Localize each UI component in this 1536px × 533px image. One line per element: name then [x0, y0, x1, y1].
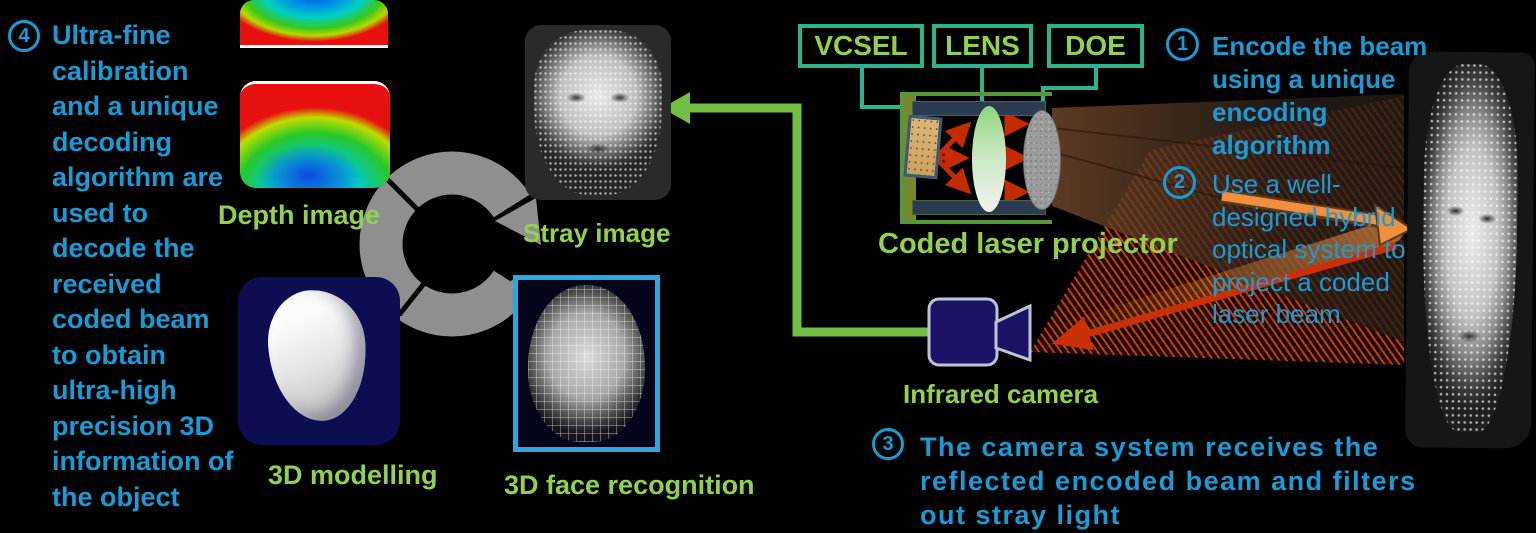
lens-label-box: LENS: [932, 24, 1033, 68]
camera-icon: [927, 297, 1032, 367]
step-2-number: 2: [1163, 166, 1196, 199]
step-1-text: Encode the beam using a unique encoding …: [1212, 31, 1428, 160]
projector-label: Coded laser projector: [878, 228, 1178, 260]
vcsel-label: VCSEL: [814, 30, 908, 61]
step-4-number: 4: [8, 20, 40, 52]
camera-return-arrow: [662, 92, 930, 337]
camera-label: Infrared camera: [903, 379, 1099, 409]
stray-image-label: Stray image: [523, 218, 671, 248]
step-1-number: 1: [1166, 28, 1199, 61]
doe-label: DOE: [1065, 30, 1126, 61]
wireframe-face-shape: [527, 285, 646, 442]
depth-image-thumbnail-2: [240, 81, 390, 188]
step-2-text: Use a well- designed hybrid optical syst…: [1212, 169, 1406, 329]
doe-icon: [1023, 110, 1061, 210]
doe-label-box: DOE: [1047, 24, 1144, 68]
step-4-text: Ultra-fine calibration and a unique deco…: [52, 20, 234, 512]
vcsel-label-box: VCSEL: [798, 24, 924, 68]
projection-arrow-icon: [1220, 189, 1415, 247]
3d-modelling-label: 3D modelling: [268, 460, 438, 490]
step-3-number: 3: [872, 428, 904, 460]
3d-model-image: [238, 277, 400, 445]
lens-label: LENS: [945, 30, 1020, 61]
reflection-arrow-icon: [1051, 242, 1397, 351]
face-recognition-image: [513, 275, 660, 452]
vcsel-chip-icon: [903, 114, 943, 180]
step-3-text: The camera system receives the reflected…: [920, 432, 1417, 530]
depth-image-label: Depth image: [218, 200, 381, 230]
lens-icon: [972, 106, 1006, 212]
laser-ray-arrows: [934, 111, 1030, 205]
stray-face-shape: [533, 30, 663, 195]
stray-image-photo: [525, 25, 671, 200]
depth-image-thumbnail-1: [240, 0, 388, 48]
3d-model-face-shape: [264, 287, 371, 425]
face-recognition-label: 3D face recognition: [504, 470, 755, 500]
